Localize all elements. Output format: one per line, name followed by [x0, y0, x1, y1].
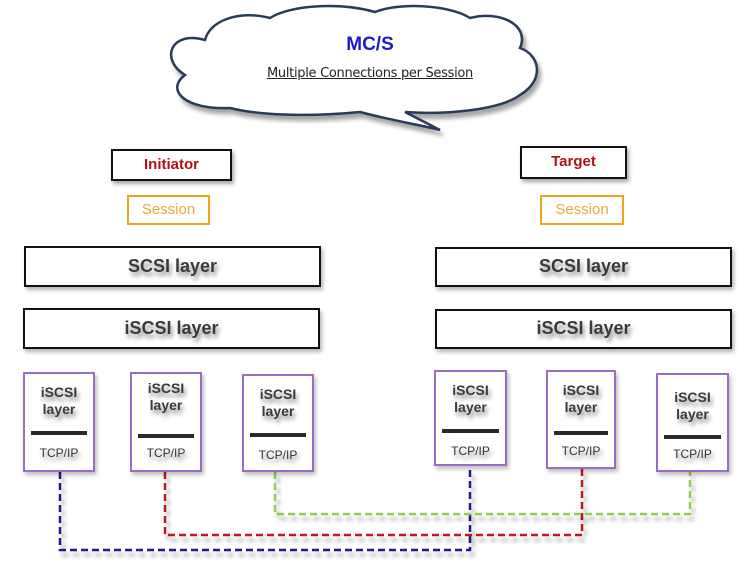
target-box: Target: [520, 146, 627, 179]
initiator-scsi-layer-label: SCSI layer: [128, 256, 217, 276]
layer-divider: [554, 431, 608, 435]
target-session-box: Session: [540, 195, 624, 225]
connection-tcpip-label: TCP/IP: [132, 446, 200, 460]
initiator-box: Initiator: [111, 149, 232, 181]
connection-iscsi-label: iSCSI layer: [25, 384, 93, 418]
layer-divider: [250, 433, 306, 437]
initiator-connection-3: iSCSI layer TCP/IP: [242, 374, 314, 472]
target-connection-1: iSCSI layer TCP/IP: [434, 370, 507, 466]
target-connection-2: iSCSI layer TCP/IP: [546, 370, 616, 469]
target-iscsi-layer-label: iSCSI layer: [536, 318, 630, 338]
connection-iscsi-label: iSCSI layer: [436, 382, 505, 416]
connection-iscsi-label: iSCSI layer: [244, 386, 312, 420]
cloud-subtitle: Multiple Connections per Session: [220, 66, 520, 81]
tcp-connection-green: [275, 472, 690, 514]
initiator-connection-1: iSCSI layer TCP/IP: [23, 372, 95, 472]
connection-tcpip-label: TCP/IP: [25, 446, 93, 460]
tcp-connection-blue: [60, 466, 470, 550]
initiator-iscsi-layer-label: iSCSI layer: [124, 318, 218, 338]
initiator-scsi-layer: SCSI layer: [24, 246, 321, 287]
layer-divider: [31, 431, 87, 435]
connection-tcpip-label: TCP/IP: [436, 444, 505, 458]
target-scsi-layer-label: SCSI layer: [539, 256, 628, 276]
initiator-connection-2: iSCSI layer TCP/IP: [130, 372, 202, 472]
layer-divider: [442, 429, 499, 433]
tcp-connection-red: [165, 469, 582, 535]
layer-divider: [138, 434, 194, 438]
target-iscsi-layer: iSCSI layer: [435, 309, 732, 349]
connection-iscsi-label: iSCSI layer: [658, 389, 727, 423]
connection-iscsi-label: iSCSI layer: [548, 382, 614, 416]
connection-tcpip-label: TCP/IP: [244, 448, 312, 462]
connection-iscsi-label: iSCSI layer: [132, 380, 200, 414]
connection-tcpip-label: TCP/IP: [548, 444, 614, 458]
initiator-session-box: Session: [127, 195, 210, 225]
connection-tcpip-label: TCP/IP: [658, 447, 727, 461]
cloud-title: MC/S: [240, 34, 500, 56]
target-connection-3: iSCSI layer TCP/IP: [656, 373, 729, 472]
layer-divider: [664, 435, 721, 439]
target-scsi-layer: SCSI layer: [435, 247, 732, 287]
initiator-iscsi-layer: iSCSI layer: [23, 308, 320, 349]
